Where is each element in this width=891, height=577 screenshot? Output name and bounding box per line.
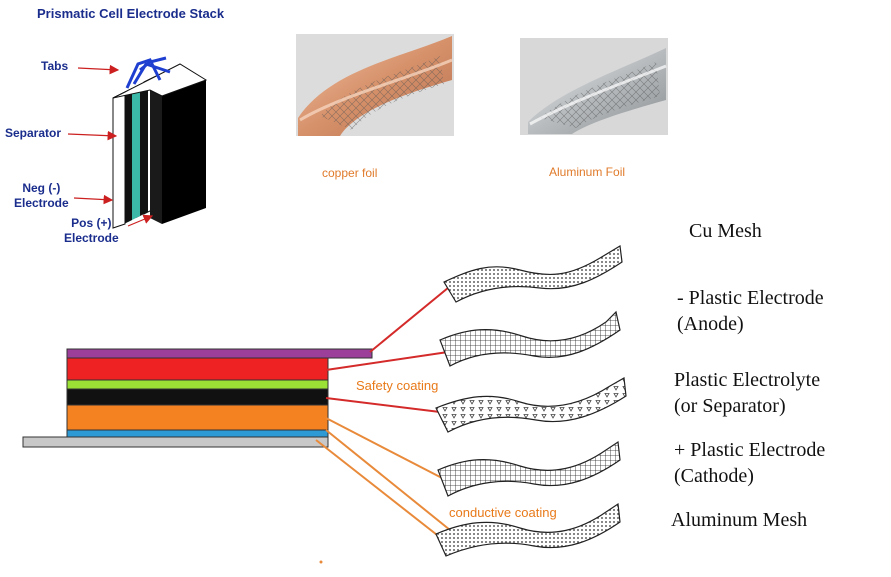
- layer-ribbons: [435, 245, 627, 557]
- connector-anode: [325, 351, 449, 371]
- connector-cu-mesh: [369, 282, 455, 353]
- ribbon-anode: [439, 310, 621, 367]
- aluminum-foil-image: [520, 38, 668, 135]
- electrolyte-label-line1: Plastic Electrolyte: [674, 369, 821, 391]
- connector-al-mesh: [315, 439, 447, 543]
- connector-lines: [315, 282, 455, 543]
- anode-layer: [66, 357, 329, 381]
- conductive-coating-label: conductive coating: [449, 505, 557, 520]
- ribbon-electrolyte: [435, 377, 627, 433]
- cu-mesh-label: Cu Mesh: [689, 220, 762, 242]
- neg-electrode-label: Neg (-) Electrode: [14, 181, 69, 211]
- cathode-layer: [66, 404, 329, 431]
- cathode-label: + Plastic Electrode (Cathode): [674, 437, 825, 489]
- copper-foil-image: [296, 34, 454, 136]
- cu-mesh-layer: [66, 348, 373, 359]
- cell-cross-section: [22, 348, 373, 448]
- cathode-label-line1: + Plastic Electrode: [674, 439, 826, 461]
- al-mesh-layer: [22, 436, 329, 448]
- connector-cathode: [325, 417, 443, 479]
- anode-label: - Plastic Electrode (Anode): [677, 285, 824, 337]
- pos-electrode-label: Pos (+) Electrode: [64, 216, 119, 246]
- aluminum-foil-caption: Aluminum Foil: [549, 165, 626, 179]
- pos-electrode-label-line1: Pos (+): [71, 216, 112, 230]
- stack-diagram-title: Prismatic Cell Electrode Stack: [37, 6, 225, 21]
- safety-coating-label: Safety coating: [356, 378, 439, 393]
- stack-arrows: [67, 64, 154, 227]
- prismatic-stack: [67, 56, 208, 229]
- electrolyte-label-line2: (or Separator): [674, 395, 786, 417]
- neg-electrode-label-line1: Neg (-): [22, 181, 61, 195]
- anode-label-line2: (Anode): [677, 313, 744, 335]
- pos-electrode-label-line2: Electrode: [64, 231, 119, 245]
- stack-plates: [112, 63, 208, 229]
- ribbon-cu-mesh: [443, 245, 623, 303]
- conductive-coating-layer: [66, 429, 329, 438]
- connector-electrolyte: [325, 397, 441, 413]
- safety-coating-layer: [66, 379, 329, 390]
- electrolyte-label: Plastic Electrolyte (or Separator): [674, 367, 820, 419]
- electrolyte-layer: [66, 388, 329, 406]
- al-mesh-label: Aluminum Mesh: [671, 509, 808, 531]
- ribbon-al-mesh: [435, 502, 621, 557]
- connector-conductive: [325, 429, 451, 531]
- stack-tabs: [125, 56, 171, 89]
- neg-electrode-label-line2: Electrode: [14, 196, 69, 210]
- copper-foil-caption: copper foil: [322, 166, 378, 180]
- separator-label: Separator: [5, 126, 62, 140]
- stray-dot: [319, 560, 323, 564]
- ribbon-cathode: [437, 440, 621, 497]
- anode-label-line1: - Plastic Electrode: [677, 287, 824, 309]
- tabs-label: Tabs: [41, 59, 69, 73]
- cathode-label-line2: (Cathode): [674, 465, 754, 487]
